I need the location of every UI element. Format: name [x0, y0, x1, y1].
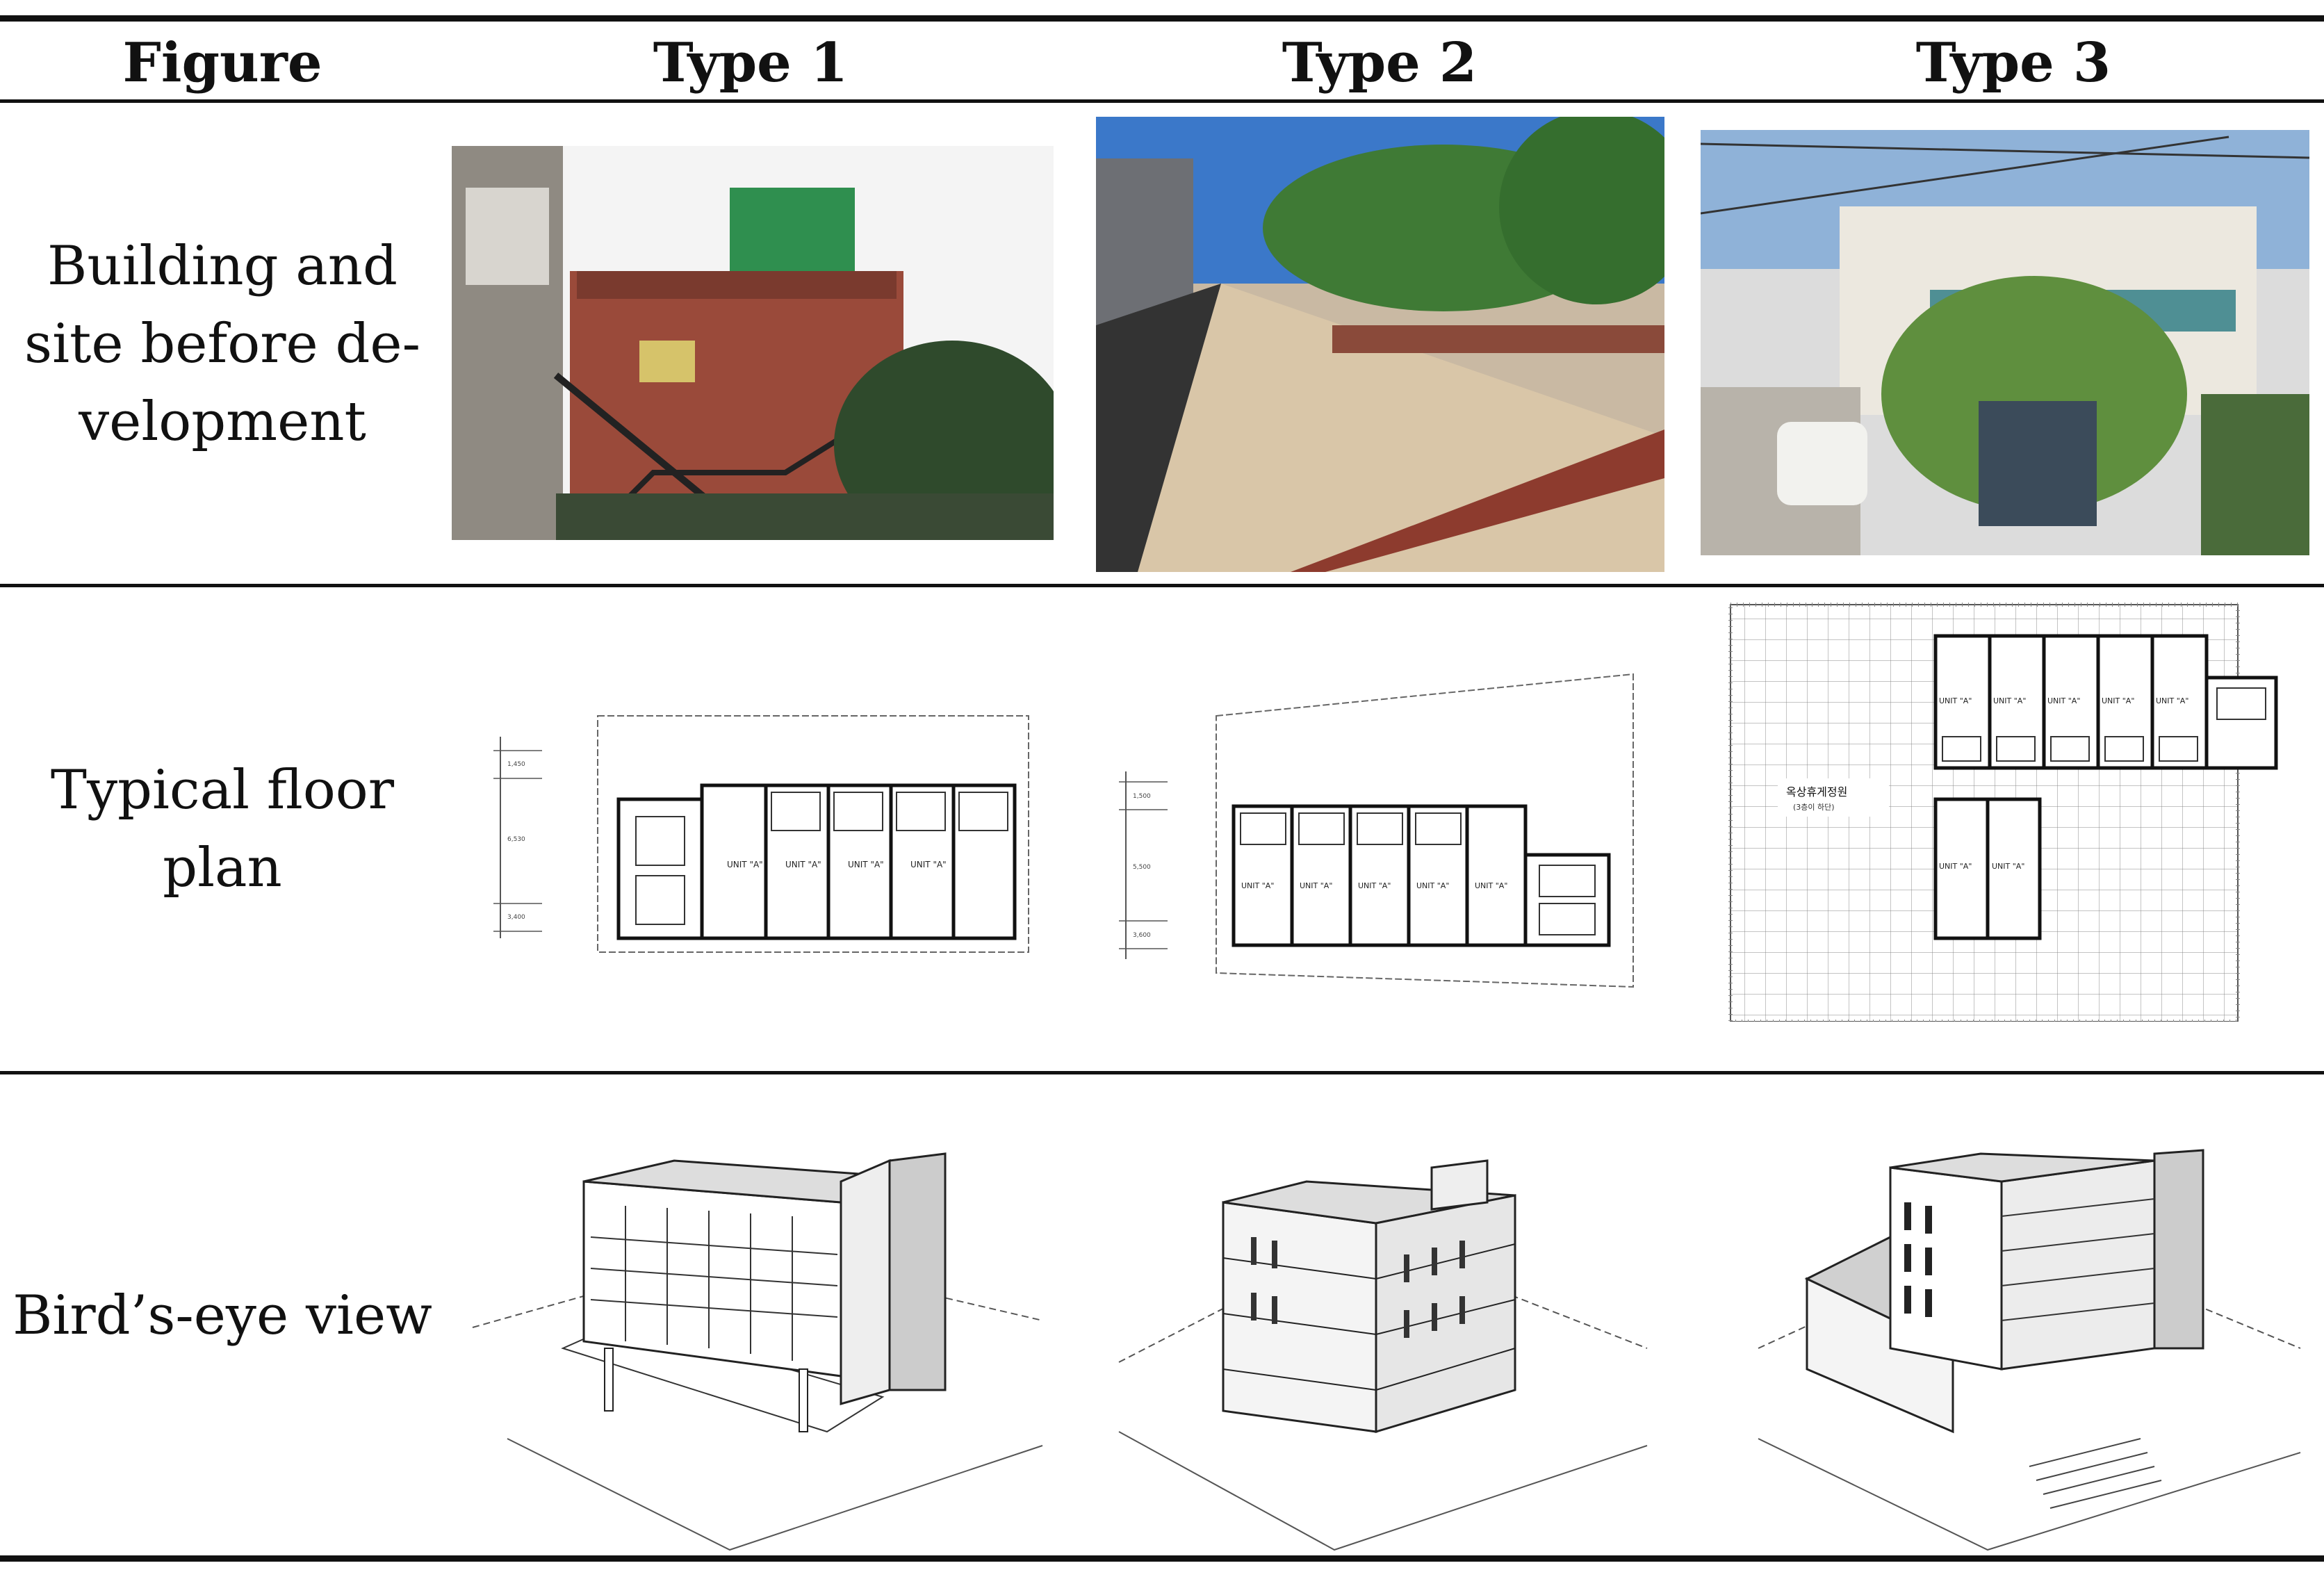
row-label-birds-eye: Bird’s-eye view — [13, 1284, 432, 1347]
svg-text:UNIT "A": UNIT "A" — [1300, 881, 1332, 890]
floor-plan-type-2: 1,500 5,500 3,600 UNIT "A" UNIT "A" UNIT… — [1105, 667, 1647, 1001]
svg-text:3,400: 3,400 — [507, 914, 525, 921]
svg-text:UNIT "A": UNIT "A" — [1241, 881, 1274, 890]
svg-text:UNIT "A": UNIT "A" — [1416, 881, 1449, 890]
row-label-floor-plan: Typical floor plan — [50, 759, 395, 899]
svg-text:3,600: 3,600 — [1133, 932, 1151, 939]
svg-text:UNIT "A": UNIT "A" — [1358, 881, 1391, 890]
birds-eye-type-3 — [1751, 1140, 2307, 1557]
svg-text:UNIT "A": UNIT "A" — [2102, 696, 2134, 705]
svg-text:UNIT "A": UNIT "A" — [2047, 696, 2080, 705]
row1-bottom-rule — [0, 584, 2324, 587]
header-type-3: Type 3 — [1915, 31, 2111, 95]
photo-type-1 — [452, 146, 1054, 540]
svg-text:6,530: 6,530 — [507, 836, 525, 843]
floor-plan-type-3: UNIT "A" UNIT "A" UNIT "A" UNIT "A" UNIT… — [1724, 598, 2307, 1022]
svg-text:UNIT "A": UNIT "A" — [1939, 862, 1972, 871]
header-figure: Figure — [122, 31, 322, 95]
header-type-2: Type 2 — [1282, 31, 1478, 95]
svg-text:UNIT "A": UNIT "A" — [727, 860, 763, 869]
svg-text:UNIT "A": UNIT "A" — [1993, 696, 2026, 705]
photo-type-2 — [1096, 117, 1664, 572]
svg-text:옥상휴게정원: 옥상휴게정원 — [1786, 785, 1847, 799]
svg-text:UNIT "A": UNIT "A" — [848, 860, 884, 869]
svg-text:5,500: 5,500 — [1133, 864, 1151, 871]
table-bottom-rule — [0, 1555, 2324, 1562]
table-top-rule — [0, 15, 2324, 22]
floor-plan-type-1: 1,450 6,530 3,400 UNIT "A" UNIT "A" UNIT… — [480, 702, 1042, 980]
photo-type-3 — [1701, 130, 2309, 555]
birds-eye-type-1 — [466, 1140, 1049, 1557]
header-bottom-rule — [0, 99, 2324, 103]
svg-text:1,450: 1,450 — [507, 761, 525, 768]
birds-eye-type-2 — [1112, 1140, 1654, 1557]
svg-text:UNIT "A": UNIT "A" — [785, 860, 821, 869]
svg-text:UNIT "A": UNIT "A" — [2156, 696, 2188, 705]
svg-text:UNIT "A": UNIT "A" — [1992, 862, 2024, 871]
row-label-site: Building and site before de- velopment — [24, 235, 420, 453]
svg-text:(3층이 하단): (3층이 하단) — [1793, 802, 1835, 812]
svg-text:UNIT "A": UNIT "A" — [1939, 696, 1972, 705]
svg-text:UNIT "A": UNIT "A" — [910, 860, 947, 869]
svg-text:UNIT "A": UNIT "A" — [1475, 881, 1507, 890]
header-type-1: Type 1 — [653, 31, 849, 95]
row2-bottom-rule — [0, 1071, 2324, 1074]
svg-text:1,500: 1,500 — [1133, 793, 1151, 800]
